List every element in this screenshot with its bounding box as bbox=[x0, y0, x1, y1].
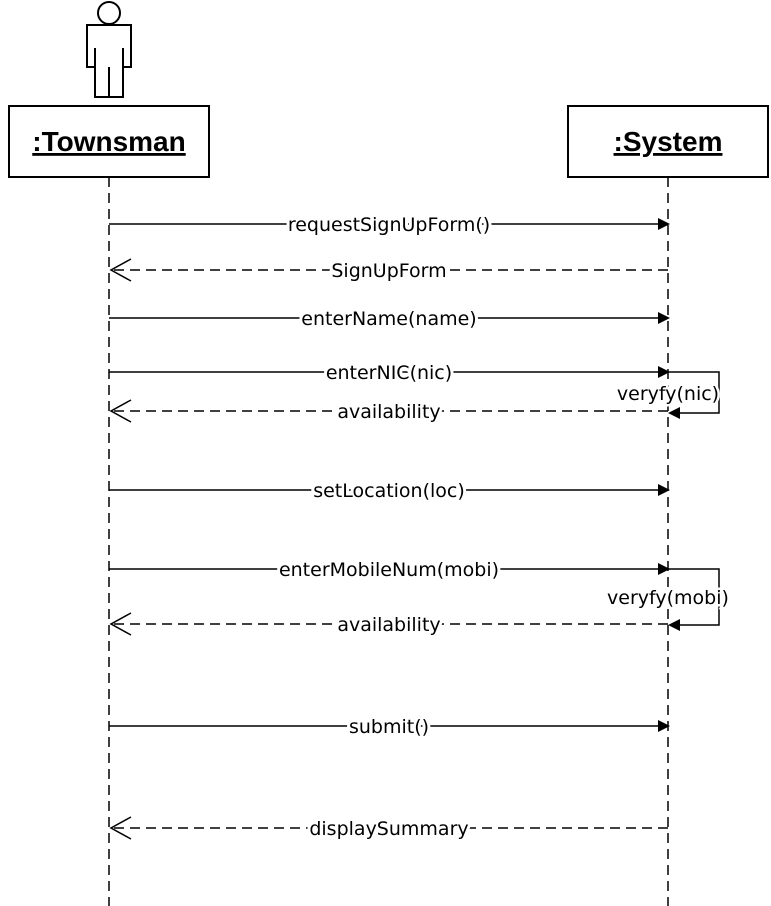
message-label: displaySummary bbox=[309, 818, 468, 840]
actor-icon bbox=[86, 1, 132, 98]
message-enter-name: enterName(name) bbox=[109, 305, 670, 333]
message-request-signup-form: requestSignUpForm() bbox=[109, 211, 670, 239]
self-message-verify-mobi: veryfy(mobi) bbox=[605, 568, 731, 631]
message-label: enterMobileNum(mobi) bbox=[279, 559, 499, 581]
message-label: veryfy(mobi) bbox=[607, 587, 729, 609]
message-label: enterNIC(nic) bbox=[326, 362, 452, 384]
message-display-summary-return: displaySummary bbox=[109, 815, 668, 843]
message-label: availability bbox=[337, 614, 440, 636]
message-submit: submit() bbox=[109, 713, 670, 741]
message-label: requestSignUpForm() bbox=[288, 214, 490, 236]
message-label: veryfy(nic) bbox=[617, 383, 719, 405]
message-label: SignUpForm bbox=[331, 260, 446, 282]
participant-townsman: :Townsman bbox=[8, 105, 210, 178]
message-set-location: setLocation(loc) bbox=[109, 477, 670, 505]
message-availability-return: availability bbox=[109, 398, 668, 426]
message-label: submit() bbox=[349, 716, 429, 738]
message-label: setLocation(loc) bbox=[313, 480, 465, 502]
message-label: availability bbox=[337, 401, 440, 423]
message-enter-mobile-num: enterMobileNum(mobi) bbox=[109, 556, 670, 584]
participant-townsman-label: :Townsman bbox=[32, 126, 185, 157]
self-message-verify-nic: veryfy(nic) bbox=[614, 371, 722, 419]
message-availability-return: availability bbox=[109, 611, 668, 639]
participant-system: :System bbox=[567, 105, 769, 178]
message-signup-form-return: SignUpForm bbox=[109, 257, 668, 285]
message-label: enterName(name) bbox=[301, 308, 476, 330]
message-enter-nic: enterNIC(nic) bbox=[109, 359, 670, 387]
participant-system-label: :System bbox=[614, 126, 723, 157]
